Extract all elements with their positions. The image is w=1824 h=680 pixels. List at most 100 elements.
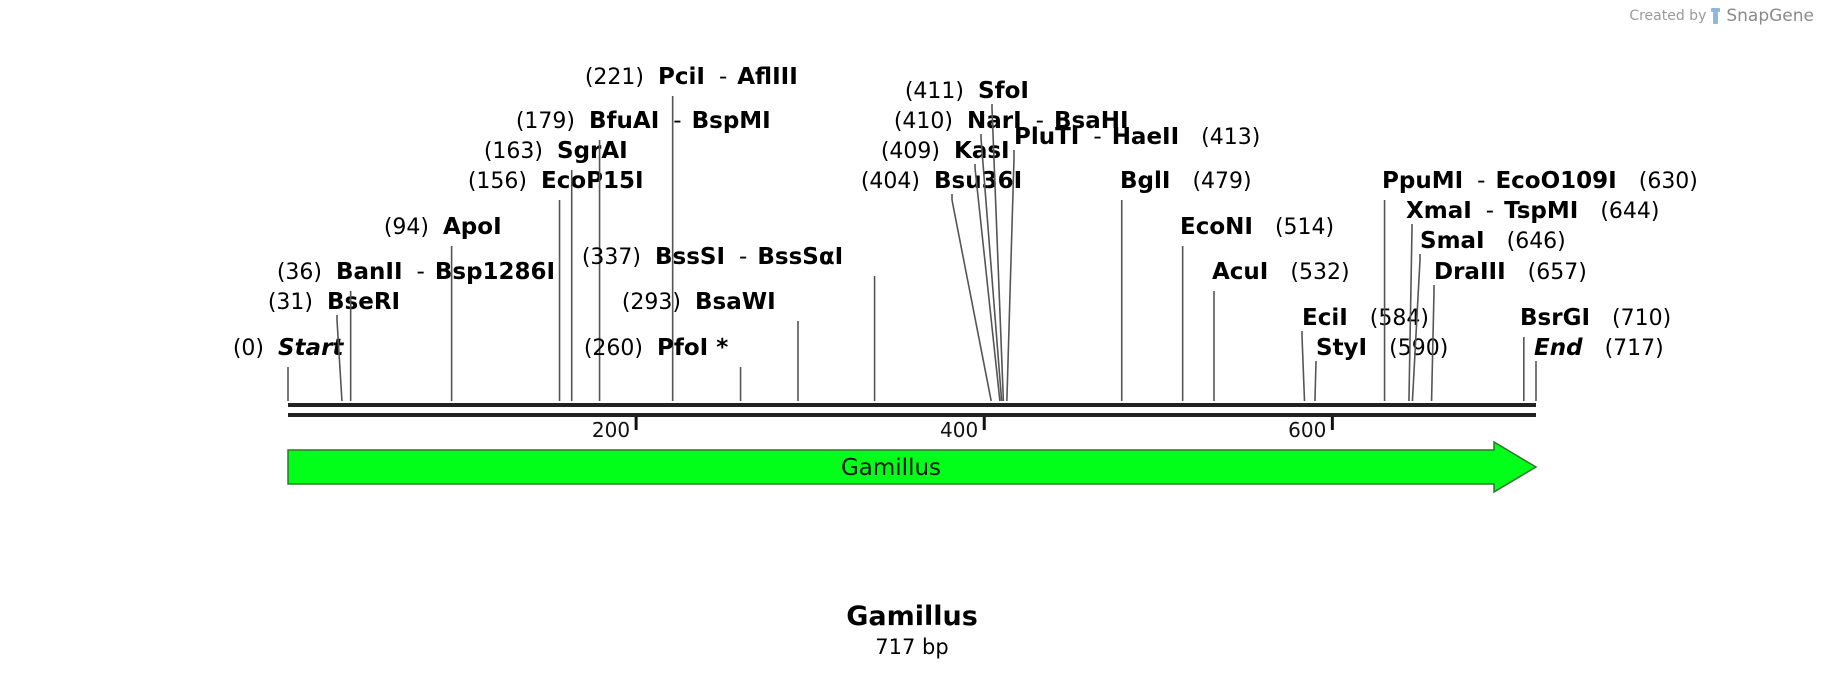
site-position: (36) [277, 260, 322, 285]
site-name-separator: - [1093, 124, 1101, 150]
site-isoschizomer-name: EcoO109I [1495, 168, 1616, 194]
site-position: (404) [861, 169, 920, 194]
site-banii: (36)BanII-Bsp1286I [277, 259, 555, 401]
site-isoschizomer-name: AflIII [737, 64, 798, 90]
site-connector-line [1006, 157, 1015, 402]
site-enzyme-name: NarI [967, 108, 1022, 134]
site-isoschizomer-name: BsaHI [1054, 108, 1129, 134]
site-position: (0) [233, 336, 264, 361]
site-position: (644) [1600, 199, 1659, 224]
site-pluti: PluTI-HaeII(413) [1006, 124, 1260, 402]
site-position: (31) [268, 290, 313, 315]
site-label: AcuI (532) [1212, 259, 1350, 285]
site-connector-line [1411, 259, 1421, 402]
site-sgrai: (163) SgrAI [484, 138, 628, 401]
feature-label: Gamillus [841, 455, 941, 481]
site-start: (0) Start [233, 335, 345, 401]
site-position: (413) [1201, 125, 1260, 150]
site-position: (590) [1389, 336, 1448, 361]
site-name-separator: - [1477, 168, 1485, 194]
ruler-tick-label: 200 [592, 418, 630, 442]
site-label: (260)PfoI * [584, 335, 728, 361]
snapgene-credit: Created by SnapGene [1629, 6, 1814, 26]
site-label: EciI (584) [1302, 305, 1429, 331]
site-pfoi: (260)PfoI * [584, 335, 742, 401]
site-label: (337) BssSI-BssSαI [582, 244, 843, 270]
site-connector-line [951, 199, 992, 402]
site-connector-line [991, 107, 1005, 402]
site-enzyme-name: BsaWI [695, 289, 776, 315]
site-enzyme-name: EciI [1302, 305, 1348, 331]
site-enzyme-name: XmaI [1406, 198, 1472, 224]
site-position: (221) [585, 65, 644, 90]
site-label: (36)BanII-Bsp1286I [277, 259, 555, 285]
site-end: End (717) [1534, 335, 1664, 401]
site-label: StyI(590) [1316, 335, 1448, 361]
site-position: (337) [582, 245, 641, 270]
site-label: BglI (479) [1120, 168, 1252, 194]
site-position: (163) [484, 139, 543, 164]
site-connector-line [336, 319, 343, 402]
site-isoschizomer-name: Bsp1286I [435, 259, 555, 285]
site-label: (94)ApoI [384, 214, 502, 240]
site-enzyme-name: End [1534, 335, 1583, 361]
site-position: (514) [1275, 215, 1334, 240]
site-label: (0) Start [233, 335, 345, 361]
site-position: (584) [1370, 306, 1429, 331]
site-position: (156) [468, 169, 527, 194]
site-enzyme-name: BseRI [327, 289, 400, 315]
snapgene-logo-icon [1711, 8, 1721, 24]
site-connector-line [1301, 335, 1306, 402]
site-position: (717) [1605, 336, 1664, 361]
ruler-tick-label: 400 [940, 418, 978, 442]
site-enzyme-name: SgrAI [557, 138, 628, 164]
site-apoi: (94)ApoI [384, 214, 502, 401]
site-name-separator: - [719, 64, 727, 90]
site-position: (532) [1290, 260, 1349, 285]
site-enzyme-name: EcoP15I [541, 168, 644, 194]
site-position: (411) [905, 79, 964, 104]
site-label: (404)Bsu36I [861, 168, 1022, 194]
site-enzyme-name: PpuMI [1382, 168, 1463, 194]
site-sfoi: (411) SfoI [905, 78, 1029, 402]
site-enzyme-name: BglI [1120, 168, 1170, 194]
site-label: (221) PciI-AflIII [585, 64, 798, 90]
site-enzyme-name: SfoI [978, 78, 1029, 104]
site-label: SmaI(646) [1420, 228, 1566, 254]
site-label: (156) EcoP15I [468, 168, 644, 194]
site-position: (293) [622, 290, 681, 315]
site-label: BsrGI(710) [1520, 305, 1671, 331]
site-ecop15i: (156) EcoP15I [468, 168, 644, 401]
site-isoschizomer-name: HaeII [1112, 124, 1179, 150]
site-isoschizomer-name: BspMI [692, 108, 771, 134]
site-bsrgi: BsrGI(710) [1520, 305, 1671, 401]
site-position: (410) [894, 109, 953, 134]
backbone-bottom-strand [288, 413, 1536, 417]
site-label: (410) NarI-BsaHI [894, 108, 1129, 134]
site-position: (657) [1528, 260, 1587, 285]
site-name-separator: - [739, 244, 747, 270]
site-isoschizomer-name: BssSαI [757, 244, 843, 270]
site-enzyme-name: PciI [658, 64, 705, 90]
site-enzyme-name: Start [278, 335, 344, 361]
site-xmai: XmaI-TspMI(644) [1406, 198, 1660, 402]
site-pcii: (221)PciI-AflIII [585, 64, 798, 401]
site-position: (179) [516, 109, 575, 134]
ruler-tick [982, 417, 986, 430]
site-name-separator: - [1036, 108, 1044, 134]
site-name-separator: - [1486, 198, 1494, 224]
site-connector-line [1408, 227, 1413, 402]
map-title: Gamillus [846, 601, 978, 632]
site-position: (646) [1507, 229, 1566, 254]
site-enzyme-name: BsrGI [1520, 305, 1590, 331]
site-connector-line [980, 137, 1003, 402]
site-bseri: (31) BseRI [268, 289, 400, 402]
site-enzyme-name: PfoI * [657, 335, 728, 361]
site-bfuai: (179)BfuAI-BspMI [516, 108, 771, 401]
site-label: (31) BseRI [268, 289, 400, 315]
site-position: (479) [1192, 169, 1251, 194]
site-enzyme-name: BssSI [655, 244, 725, 270]
site-enzyme-name: AcuI [1212, 259, 1268, 285]
site-label: (293) BsaWI [622, 289, 776, 315]
